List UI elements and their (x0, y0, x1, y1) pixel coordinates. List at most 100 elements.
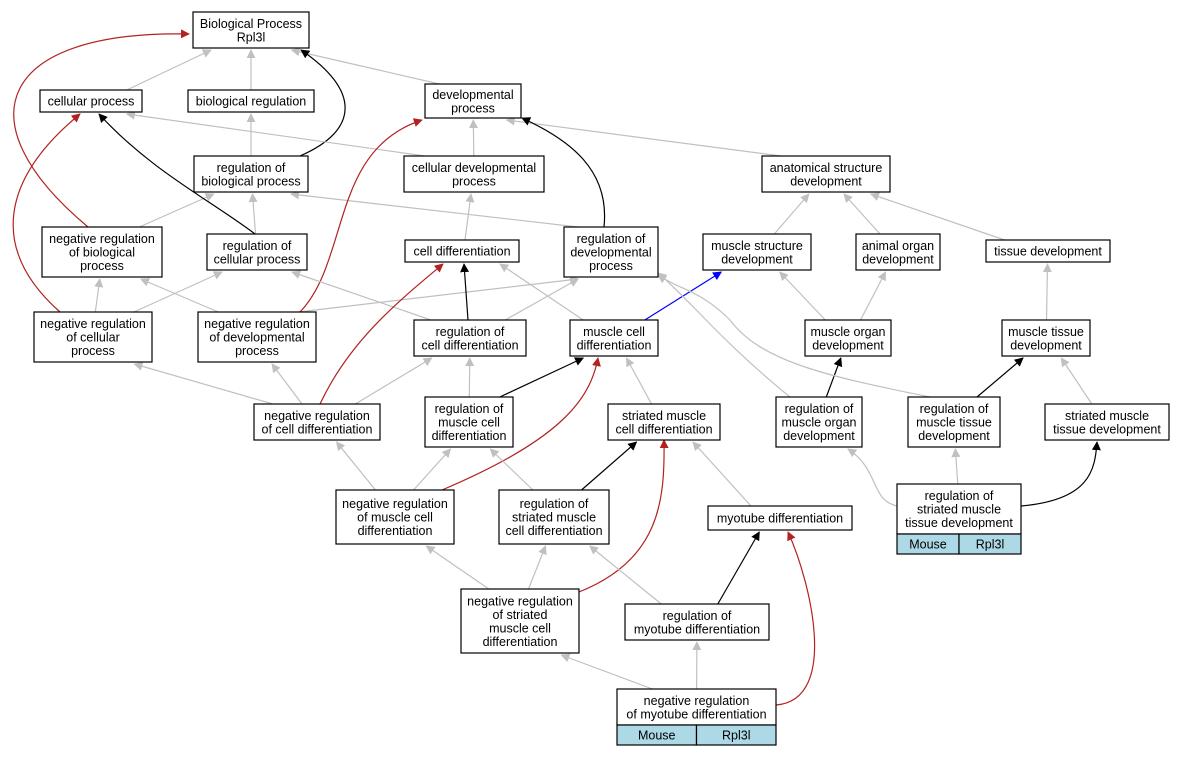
node-label-line: differentiation (432, 429, 507, 443)
node-label-line: Biological Process (200, 17, 302, 31)
node-label-line: cell differentiation (615, 422, 712, 436)
node-myd[interactable]: myotube differentiation (707, 505, 853, 531)
node-label-line: negative regulation (40, 317, 146, 331)
node-cd[interactable]: cell differentiation (404, 239, 520, 263)
edge-rcd-to-rcp (291, 270, 431, 321)
edge-cdp-to-dp (468, 119, 478, 157)
edge-nrmcd-to-mcd (441, 357, 601, 491)
node-label-line: striated muscle (1065, 409, 1149, 423)
node-breg[interactable]: biological regulation (187, 89, 315, 113)
node-label-line: regulation of (925, 489, 994, 503)
node-label-line: process (235, 344, 279, 358)
node-cp[interactable]: cellular process (39, 89, 143, 113)
node-box (335, 489, 455, 545)
node-label-line: muscle structure (711, 239, 803, 253)
edge-td-to-asd (869, 192, 1005, 241)
node-td[interactable]: tissue development (985, 239, 1111, 263)
edge-mod-to-aod (859, 271, 887, 321)
node-label-line: tissue development (905, 516, 1013, 530)
node-label-line: cellular process (48, 95, 135, 109)
edge-nrsmcd-to-rsmcd (527, 545, 547, 590)
node-box (569, 319, 659, 357)
edge-smcd-to-mcd (625, 357, 653, 405)
node-label-line: animal organ (862, 239, 934, 253)
node-label-line: regulation of (577, 232, 646, 246)
node-label-line: of cellular (66, 331, 120, 345)
edge-rmcd-to-mcd (499, 357, 585, 398)
node-label-line: development (918, 429, 990, 443)
edge-nrdp-to-nrbp (139, 278, 219, 313)
edge-cd-to-cdp (464, 193, 475, 241)
node-box (761, 155, 891, 193)
node-label-line: negative regulation (467, 594, 573, 608)
edge-rsmtd-to-smtd (1020, 441, 1101, 507)
node-label-line: regulation of (785, 402, 854, 416)
node-label-line: process (589, 259, 633, 273)
edge-rmyd-to-rsmcd (589, 545, 662, 605)
node-label-line: myotube differentiation (634, 622, 760, 636)
edge-rmyd-to-myd (717, 531, 760, 605)
edge-rdp-to-dp (521, 117, 606, 228)
edge-mcd-to-cd (499, 263, 584, 321)
node-label-line: negative regulation (49, 232, 155, 246)
edge-rcd-to-cd (460, 263, 470, 321)
node-label-line: regulation of (520, 497, 589, 511)
node-label-line: muscle cell (489, 621, 551, 635)
node-label-line: process (80, 259, 124, 273)
node-box (192, 11, 310, 49)
node-label-line: biological process (201, 174, 300, 188)
node-box (206, 233, 308, 271)
edge-nrmcd-to-rmcd (413, 448, 452, 491)
edge-cdp-to-cp (125, 110, 426, 157)
node-box (424, 396, 514, 448)
node-label-line: of cell differentiation (262, 422, 373, 436)
annotation-cell (958, 533, 1022, 555)
node-label-line: muscle tissue (916, 416, 992, 430)
edge-nrdp-to-rdp (298, 275, 579, 313)
node-label-line: developmental (570, 246, 651, 260)
node-label-line: of biological (69, 246, 135, 260)
node-box (498, 489, 610, 545)
node-label-line: regulation of (920, 402, 989, 416)
node-label-line: regulation of (217, 161, 286, 175)
node-box (33, 311, 153, 363)
node-label-line: development (812, 338, 884, 352)
node-box (616, 688, 777, 726)
node-box (404, 239, 520, 263)
edge-nrmyd-to-nrsmcd (560, 653, 653, 690)
node-label-line: process (71, 344, 115, 358)
node-label-line: of myotube differentiation (626, 707, 766, 721)
edge-rcp-to-cp (98, 113, 256, 235)
node-box (985, 239, 1111, 263)
node-box (413, 319, 527, 357)
node-label-line: developmental (432, 88, 513, 102)
